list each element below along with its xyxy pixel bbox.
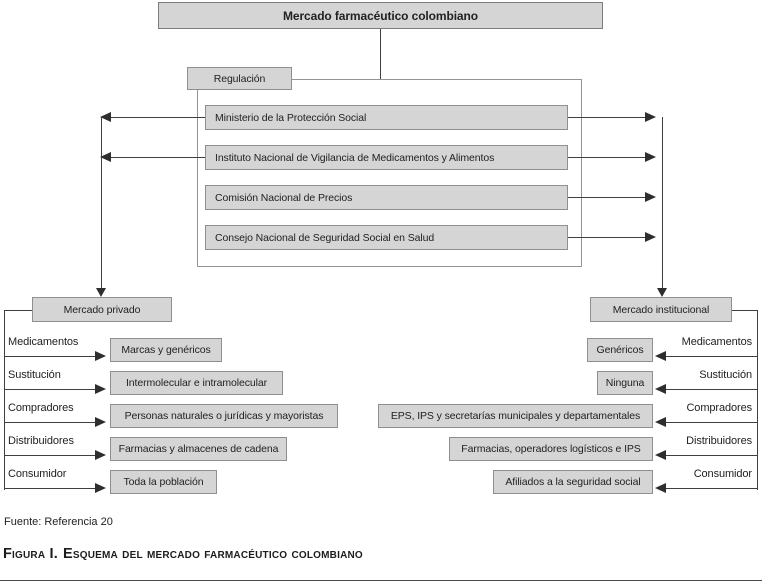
regulation-entity-box: Instituto Nacional de Vigilancia de Medi… xyxy=(205,145,568,170)
regulation-entity-label: Ministerio de la Protección Social xyxy=(215,111,367,124)
row-value-box: Intermolecular e intramolecular xyxy=(110,371,283,395)
row-value: Ninguna xyxy=(605,377,645,389)
source-note: Fuente: Referencia 20 xyxy=(4,516,113,528)
regulation-container xyxy=(197,79,582,267)
arrow-left-icon xyxy=(655,450,666,460)
connector-line xyxy=(568,157,645,158)
row-label: Sustitución xyxy=(699,369,752,381)
regulation-entity-label: Consejo Nacional de Seguridad Social en … xyxy=(215,231,435,244)
institutional-market-spine xyxy=(757,310,758,490)
arrow-left-icon xyxy=(655,384,666,394)
row-label: Compradores xyxy=(8,402,74,414)
connector-line xyxy=(4,356,95,357)
row-value: Toda la población xyxy=(123,476,204,488)
connector-line xyxy=(4,310,32,311)
connector-line xyxy=(666,356,757,357)
arrow-right-icon xyxy=(645,232,656,242)
diagram-title: Mercado farmacéutico colombiano xyxy=(283,8,478,23)
connector-line xyxy=(4,455,95,456)
arrow-right-icon xyxy=(95,417,106,427)
arrow-right-icon xyxy=(645,192,656,202)
arrow-right-icon xyxy=(95,384,106,394)
connector-line xyxy=(666,488,757,489)
row-value-box: Marcas y genéricos xyxy=(110,338,222,362)
connector-line xyxy=(666,422,757,423)
connector-line xyxy=(568,117,645,118)
row-value-box: Farmacias y almacenes de cadena xyxy=(110,437,287,461)
regulation-entity-box: Consejo Nacional de Seguridad Social en … xyxy=(205,225,568,250)
regulation-entity-box: Comisión Nacional de Precios xyxy=(205,185,568,210)
arrow-right-icon xyxy=(95,351,106,361)
arrow-left-icon xyxy=(100,112,111,122)
row-value: Afiliados a la seguridad social xyxy=(505,476,641,488)
arrow-left-icon xyxy=(655,351,666,361)
connector-line xyxy=(732,310,758,311)
figure-caption: Figura I.Esquema del mercado farmacéutic… xyxy=(3,546,363,562)
connector-line xyxy=(111,117,205,118)
arrow-left-icon xyxy=(655,417,666,427)
row-value-box: Genéricos xyxy=(587,338,653,362)
connector-line xyxy=(4,422,95,423)
private-market-title: Mercado privado xyxy=(63,303,141,316)
arrow-down-icon xyxy=(96,288,106,297)
row-label: Medicamentos xyxy=(681,336,752,348)
regulation-label-box: Regulación xyxy=(187,67,292,90)
connector-line xyxy=(568,237,645,238)
arrow-right-icon xyxy=(645,152,656,162)
row-value: Farmacias, operadores logísticos e IPS xyxy=(461,443,641,455)
row-value: Personas naturales o jurídicas y mayoris… xyxy=(124,410,324,422)
row-label: Compradores xyxy=(686,402,752,414)
row-label: Consumidor xyxy=(693,468,752,480)
private-market-spine xyxy=(4,310,5,490)
row-label: Consumidor xyxy=(8,468,67,480)
connector-line xyxy=(666,455,757,456)
row-value-box: EPS, IPS y secretarías municipales y dep… xyxy=(378,404,653,428)
regulation-label: Regulación xyxy=(213,72,266,85)
connector-title-to-regulation xyxy=(380,29,381,79)
row-value: Genéricos xyxy=(596,344,644,356)
arrow-left-icon xyxy=(655,483,666,493)
connector-to-private-market xyxy=(101,117,102,288)
row-value-box: Ninguna xyxy=(597,371,653,395)
row-label: Medicamentos xyxy=(8,336,79,348)
row-value-box: Farmacias, operadores logísticos e IPS xyxy=(449,437,653,461)
connector-line xyxy=(4,389,95,390)
arrow-right-icon xyxy=(95,483,106,493)
arrow-right-icon xyxy=(645,112,656,122)
regulation-entity-label: Instituto Nacional de Vigilancia de Medi… xyxy=(215,151,495,164)
row-value: Intermolecular e intramolecular xyxy=(125,377,268,389)
row-value: EPS, IPS y secretarías municipales y dep… xyxy=(390,410,641,422)
diagram-title-box: Mercado farmacéutico colombiano xyxy=(158,2,603,29)
row-label: Distribuidores xyxy=(8,435,74,447)
institutional-market-title: Mercado institucional xyxy=(612,303,710,316)
arrow-left-icon xyxy=(100,152,111,162)
connector-to-institutional-market xyxy=(662,117,663,288)
regulation-entity-label: Comisión Nacional de Precios xyxy=(215,191,353,204)
institutional-market-box: Mercado institucional xyxy=(590,297,732,322)
row-value-box: Toda la población xyxy=(110,470,217,494)
arrow-down-icon xyxy=(657,288,667,297)
row-label: Sustitución xyxy=(8,369,61,381)
connector-line xyxy=(666,389,757,390)
row-value-box: Afiliados a la seguridad social xyxy=(493,470,653,494)
row-label: Distribuidores xyxy=(686,435,752,447)
row-value: Farmacias y almacenes de cadena xyxy=(118,443,279,455)
row-value: Marcas y genéricos xyxy=(121,344,211,356)
figure-caption-text: Esquema del mercado farmacéutico colombi… xyxy=(62,546,363,562)
bottom-rule xyxy=(0,580,762,581)
regulation-entity-box: Ministerio de la Protección Social xyxy=(205,105,568,130)
private-market-box: Mercado privado xyxy=(32,297,172,322)
row-value-box: Personas naturales o jurídicas y mayoris… xyxy=(110,404,338,428)
connector-line xyxy=(568,197,645,198)
connector-line xyxy=(4,488,95,489)
arrow-right-icon xyxy=(95,450,106,460)
figure-caption-prefix: Figura I. xyxy=(3,546,58,562)
connector-line xyxy=(111,157,205,158)
